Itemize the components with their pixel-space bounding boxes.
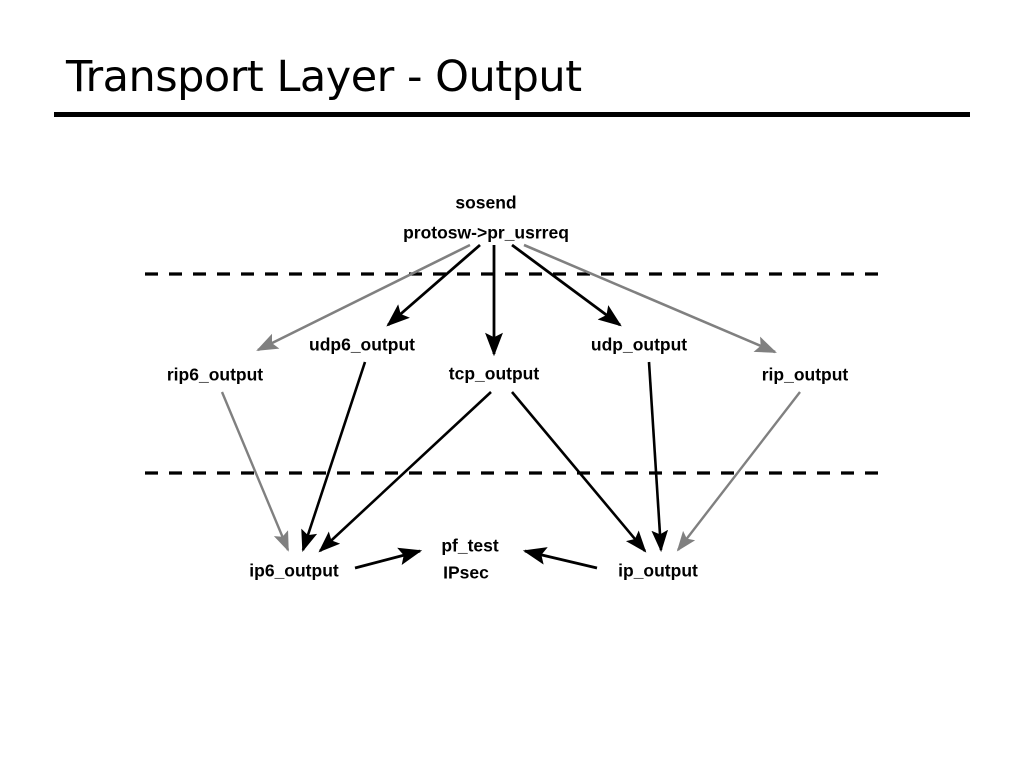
edge-udp6_output-to-ip6_output (301, 361, 367, 552)
edge-tcp_output-to-ip6_output (318, 391, 492, 553)
node-sosend-label-line1: sosend (455, 193, 516, 213)
page-title: Transport Layer - Output (66, 52, 582, 102)
node-rip6_output-label[interactable]: rip6_output (167, 365, 263, 385)
edge-sosend-to-rip_output (523, 243, 777, 354)
node-pf_test[interactable]: pf_test IPsec (441, 536, 499, 583)
edge-ip6_output-to-pf_test (354, 547, 423, 570)
edge-sosend-to-udp6_output (386, 243, 481, 327)
node-sosend-label-line2: protosw->pr_usrreq (403, 223, 569, 243)
edge-rip_output-to-ip_output (676, 391, 801, 552)
title-underline-rule (54, 112, 970, 117)
node-rip_output-label[interactable]: rip_output (762, 365, 849, 385)
edge-tcp_output-to-ip_output (511, 391, 647, 553)
node-pf_test-label-line2: IPsec (443, 563, 489, 583)
edge-udp_output-to-ip_output (647, 361, 669, 553)
edge-sosend-to-rip6_output (256, 243, 471, 352)
node-sosend[interactable]: sosend protosw->pr_usrreq (403, 193, 569, 243)
edge-ip_output-to-pf_test (522, 547, 598, 570)
node-tcp_output-label[interactable]: tcp_output (449, 364, 540, 384)
node-pf_test-label-line1: pf_test (441, 536, 499, 556)
node-udp6_output-label[interactable]: udp6_output (309, 335, 415, 355)
node-ip_output-label[interactable]: ip_output (618, 561, 698, 581)
edge-rip6_output-to-ip6_output (220, 391, 290, 552)
node-udp_output-label[interactable]: udp_output (591, 335, 687, 355)
node-ip6_output-label[interactable]: ip6_output (249, 561, 339, 581)
edge-sosend-to-udp_output (511, 243, 622, 327)
